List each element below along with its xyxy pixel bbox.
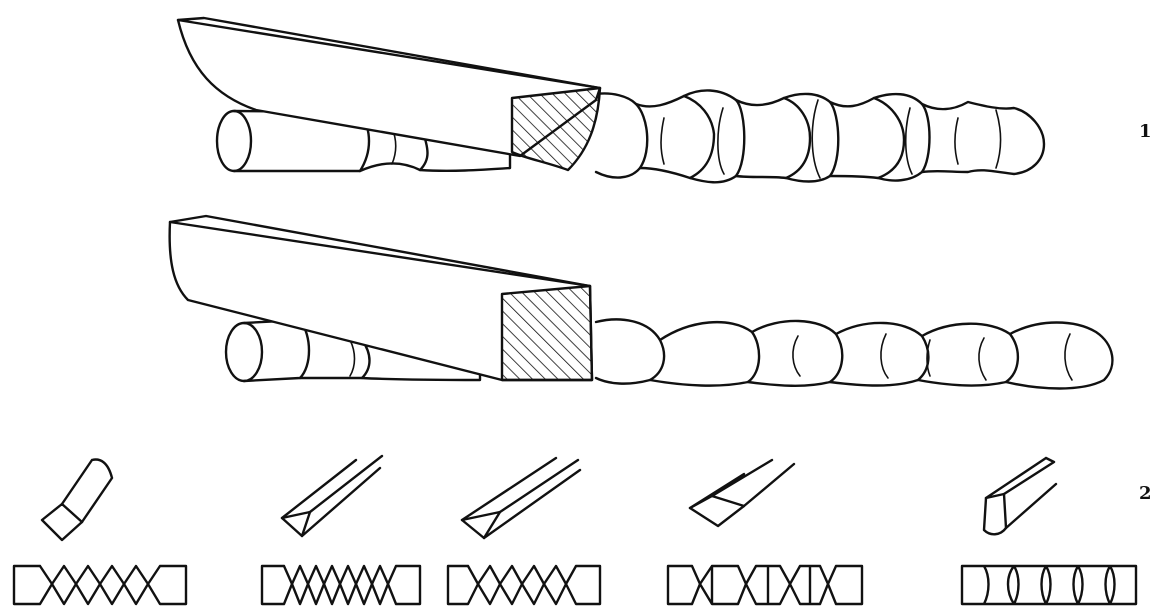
figure-label-2: 2 [1139, 483, 1152, 504]
tool-tip-5 [962, 458, 1136, 604]
figure-label-1: 1 [1139, 121, 1152, 142]
figure-1-tool-and-workpiece [178, 18, 1044, 182]
tool-tip-3 [448, 458, 600, 604]
figure-1b-tool-and-workpiece [170, 216, 1113, 389]
tool-tip-4 [668, 460, 862, 604]
tool-tip-2 [262, 456, 420, 604]
tool-tip-1 [14, 460, 186, 604]
figure-2-tool-tips [14, 456, 1136, 604]
